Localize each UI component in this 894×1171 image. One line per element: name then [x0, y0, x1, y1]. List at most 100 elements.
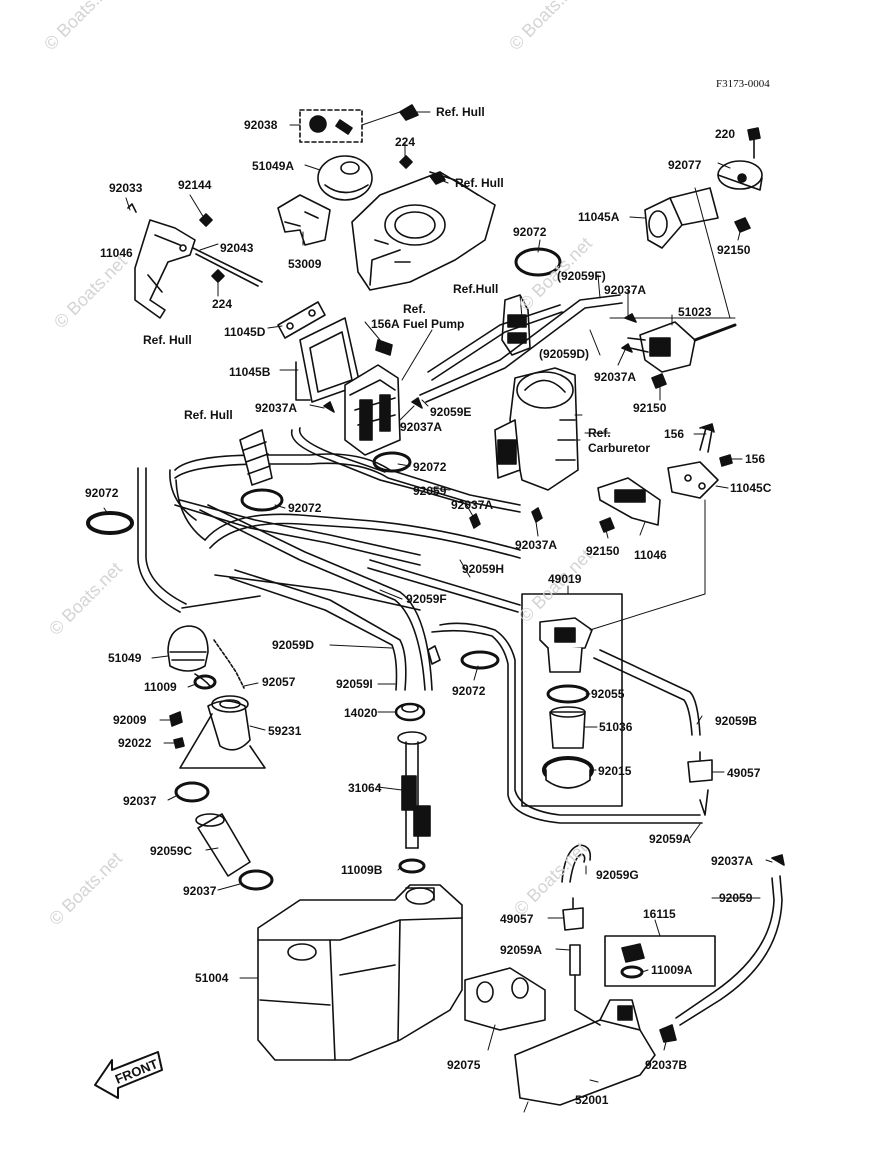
part-label: 92055 — [591, 687, 625, 701]
part-label: 156 — [745, 452, 766, 466]
bracket-11046-top — [134, 219, 196, 319]
filler-cap-51049A — [317, 155, 373, 201]
bracket-53009 — [277, 194, 331, 246]
part-label: 51049 — [108, 651, 142, 665]
bracket-92075 — [464, 967, 546, 1031]
part-label: 92037A — [711, 854, 754, 868]
part-label: 92037B — [645, 1058, 688, 1072]
part-label: 224 — [395, 135, 416, 149]
nut-92015 — [542, 756, 594, 789]
hull-cover-part — [351, 171, 496, 291]
part-label: 49019 — [548, 572, 582, 586]
part-label: 92150 — [633, 401, 667, 415]
bracket-11046 — [597, 477, 661, 526]
part-label: 224 — [212, 297, 233, 311]
fuel-sender-31064 — [397, 731, 431, 849]
part-label: 92059C — [150, 844, 193, 858]
part-label: 156A — [371, 317, 400, 331]
gasket-11045D — [277, 301, 326, 339]
fuel-filter-51023 — [627, 321, 737, 373]
reservoir-52001 — [514, 999, 656, 1106]
fitting-11045A — [644, 187, 719, 249]
ref-fuel-pump: Ref. Fuel Pump — [403, 302, 465, 331]
part-label: 92057 — [262, 675, 296, 689]
check-valve-49057-a — [687, 751, 713, 783]
ref-hull-mid: Ref. Hull — [184, 408, 233, 422]
part-label: 156 — [664, 427, 685, 441]
part-label: 92037A — [594, 370, 637, 384]
part-label: 92150 — [586, 544, 620, 558]
part-label: 11046 — [100, 246, 133, 260]
part-label: 92009 — [113, 713, 147, 727]
part-label: 92059D — [272, 638, 315, 652]
part-label: 92037A — [400, 420, 443, 434]
part-label: 92077 — [668, 158, 702, 172]
check-valve-49057-b — [562, 897, 584, 931]
part-label: 92150 — [717, 243, 751, 257]
hose-network — [169, 294, 623, 691]
part-label: 92059B — [715, 714, 758, 728]
part-label: 220 — [715, 127, 736, 141]
filter-51036 — [549, 706, 586, 749]
hull-boot — [239, 429, 273, 486]
carburetor-part — [494, 367, 579, 491]
part-label: 59231 — [268, 724, 302, 738]
part-label: 92037A — [451, 498, 494, 512]
group-box-16115 — [604, 935, 716, 987]
bracket-11045C — [667, 461, 719, 499]
part-label: 92059A — [649, 832, 692, 846]
part-label: 92072 — [452, 684, 486, 698]
part-label: 92059E — [430, 405, 472, 419]
part-label: 92072 — [85, 486, 119, 500]
part-label: 11009 — [144, 680, 177, 694]
ref-hull-cover: Ref. Hull — [455, 176, 504, 190]
part-label: 92037 — [123, 794, 157, 808]
part-label: 92059I — [336, 677, 373, 691]
part-label: 11045A — [578, 210, 620, 224]
part-label: 92037 — [183, 884, 217, 898]
part-label: 53009 — [288, 257, 322, 271]
part-label: 92059F — [406, 592, 447, 606]
part-label: 92037A — [604, 283, 647, 297]
part-label: 11009A — [651, 963, 693, 977]
nut-14020 — [394, 702, 426, 722]
part-label: 92072 — [288, 501, 322, 515]
part-label: 51004 — [195, 971, 229, 985]
bolt-92038-pair — [299, 109, 363, 143]
part-label: 92059H — [462, 562, 505, 576]
part-label: 51023 — [678, 305, 712, 319]
part-label: 51049A — [252, 159, 295, 173]
part-label: 51036 — [599, 720, 633, 734]
leader-lines — [103, 111, 773, 1113]
ref-hull-left: Ref. Hull — [143, 333, 192, 347]
part-label: 92075 — [447, 1058, 481, 1072]
part-label: (92059D) — [539, 347, 590, 361]
part-label: 92059 — [719, 891, 753, 905]
part-label: 92015 — [598, 764, 632, 778]
part-label: 92059 — [413, 484, 447, 498]
part-label: 92033 — [109, 181, 143, 195]
part-label: 14020 — [344, 706, 378, 720]
part-label: 92059G — [596, 868, 639, 882]
part-label: 11045D — [224, 325, 266, 339]
part-label: 92038 — [244, 118, 278, 132]
part-label: 92022 — [118, 736, 152, 750]
part-label: 52001 — [575, 1093, 609, 1107]
part-label: 49057 — [727, 766, 761, 780]
part-label: (92059F) — [557, 269, 606, 283]
fuel-tank-51004 — [257, 884, 463, 1061]
ref-hull-top: Ref. Hull — [436, 105, 485, 119]
hose-clamps — [86, 247, 562, 891]
fuel-pump-part — [344, 364, 401, 456]
part-label: 49057 — [500, 912, 534, 926]
part-label: 16115 — [643, 907, 676, 921]
part-label: 92072 — [513, 225, 547, 239]
ref-hull-center: Ref.Hull — [453, 282, 499, 296]
tube-92059C — [195, 813, 251, 877]
fuel-tap-49019 — [539, 617, 593, 673]
part-label: 92059A — [500, 943, 543, 957]
part-label: 92037A — [255, 401, 298, 415]
part-label: 11009B — [341, 863, 383, 877]
part-label: 11045C — [730, 481, 772, 495]
